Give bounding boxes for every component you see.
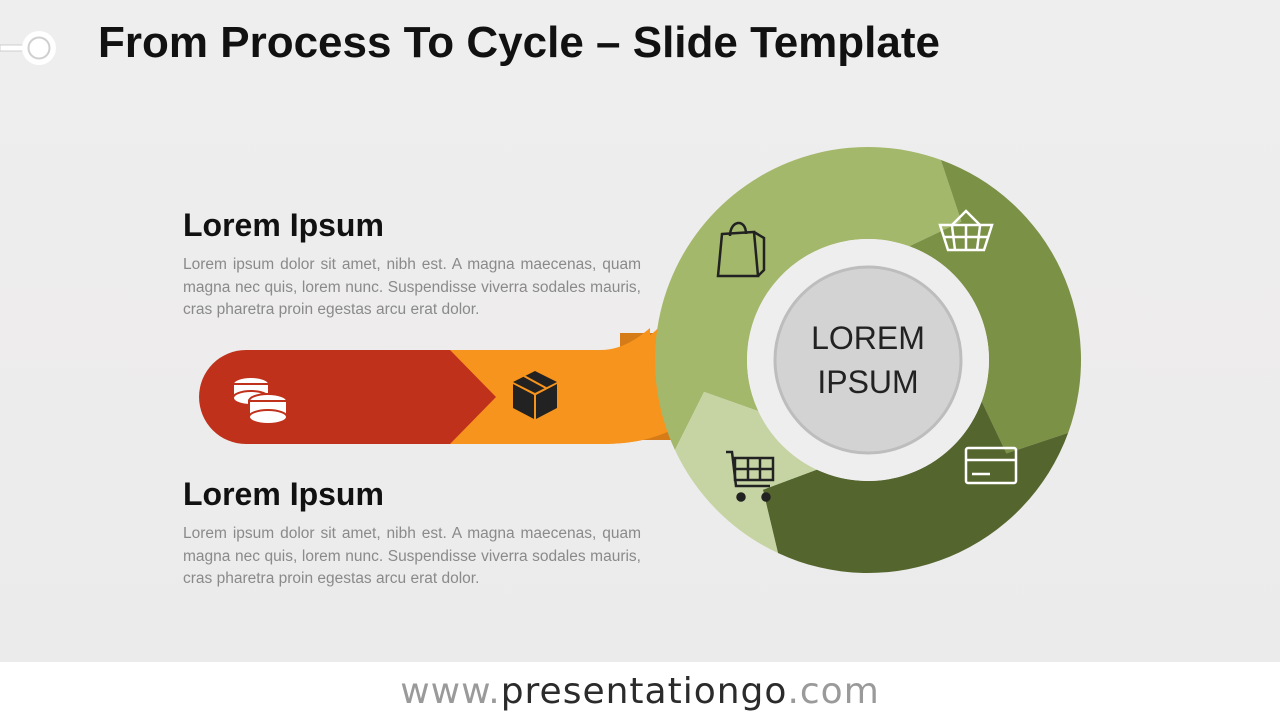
- center-label-line-1: LOREM: [811, 320, 925, 356]
- shopping-bag-icon: [716, 221, 766, 278]
- shopping-cart-icon: [726, 450, 775, 502]
- center-label-line-2: IPSUM: [817, 364, 919, 400]
- center-label: LOREM IPSUM: [774, 266, 962, 454]
- block-body: Lorem ipsum dolor sit amet, nibh est. A …: [183, 525, 641, 587]
- ring-segment-1: [654, 146, 962, 451]
- process-cycle-diagram: [199, 146, 1081, 573]
- text-block-bottom: Lorem Ipsum Lorem ipsum dolor sit amet, …: [183, 476, 641, 591]
- text-block-top: Lorem Ipsum Lorem ipsum dolor sit amet, …: [183, 207, 641, 322]
- process-segment-orange: [450, 328, 650, 444]
- slide-title: From Process To Cycle – Slide Template: [98, 18, 940, 67]
- box-icon: [513, 371, 557, 419]
- footer-domain: presentationgo: [500, 670, 788, 712]
- center-disc: [773, 265, 963, 455]
- pin-icon: [0, 31, 56, 65]
- credit-card-icon: [964, 446, 1018, 485]
- coins-icon: [232, 376, 288, 425]
- footer: www. presentationgo .com: [0, 662, 1280, 720]
- ring-segment-4: [674, 391, 817, 554]
- cycle-ring: [654, 146, 1081, 573]
- block-heading: Lorem Ipsum: [183, 207, 384, 243]
- ring-segment-3: [762, 401, 1069, 573]
- basket-icon: [938, 209, 994, 252]
- footer-prefix: www.: [400, 670, 501, 712]
- block-body: Lorem ipsum dolor sit amet, nibh est. A …: [183, 256, 641, 318]
- block-heading: Lorem Ipsum: [183, 476, 384, 512]
- slide: From Process To Cycle – Slide Template: [0, 0, 1280, 662]
- footer-suffix: .com: [787, 670, 880, 712]
